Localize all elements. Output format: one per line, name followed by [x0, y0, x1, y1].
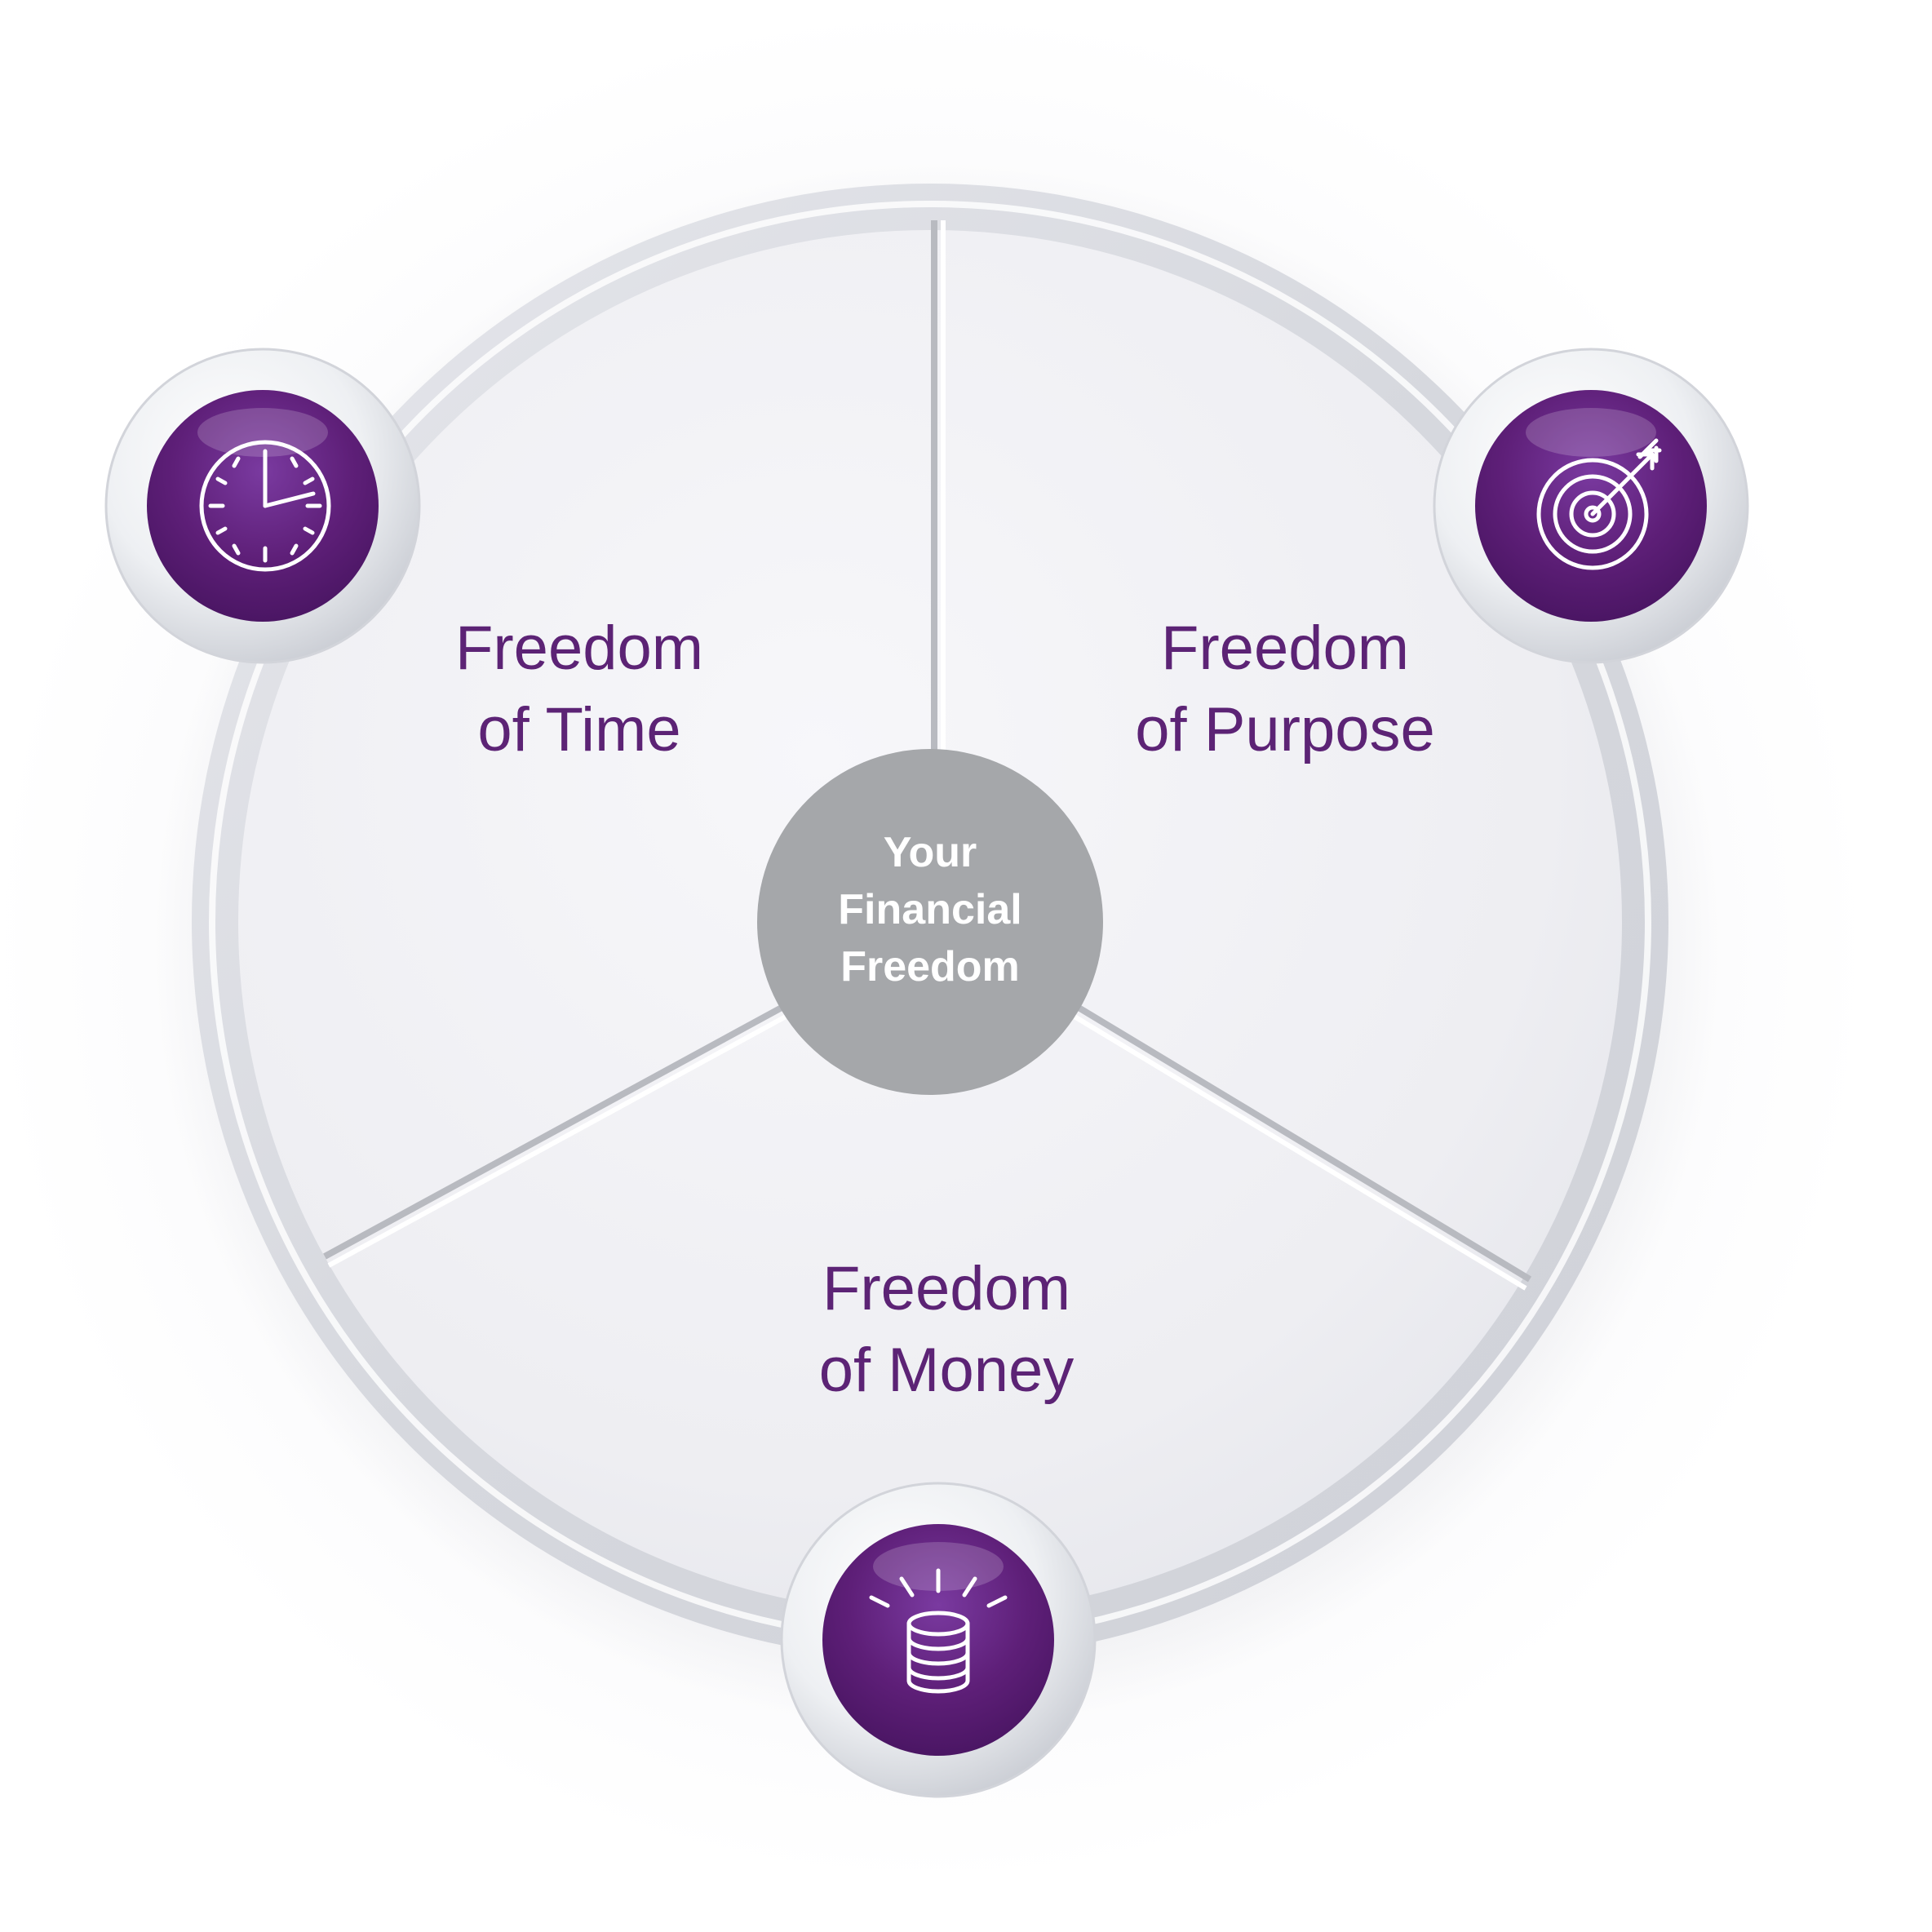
coin-stack-icon [869, 1568, 1008, 1694]
badge-time [104, 348, 421, 664]
badge-purpose [1433, 348, 1749, 664]
segment-purpose-line-2: of Purpose [1135, 695, 1435, 764]
segment-money-line-2: of Money [818, 1336, 1075, 1405]
hub-line-1: Your [883, 829, 977, 876]
hub-circle [757, 749, 1103, 1095]
hub-line-2: Financial [838, 886, 1022, 933]
segment-label-purpose: Freedom of Purpose [1061, 608, 1509, 771]
divider-left [323, 1004, 783, 1260]
divider-left-shine [327, 1014, 787, 1268]
segment-time-line-1: Freedom [454, 614, 704, 683]
segment-label-time: Freedom of Time [375, 608, 783, 771]
clock-icon [199, 440, 331, 572]
segment-money-line-1: Freedom [822, 1254, 1071, 1323]
segment-label-money: Freedom of Money [718, 1248, 1175, 1411]
divider-right [1076, 1004, 1532, 1283]
divider-right-shine [1073, 1014, 1527, 1291]
target-arrow-icon [1536, 438, 1662, 570]
segment-purpose-line-1: Freedom [1160, 614, 1410, 683]
segment-time-line-2: of Time [477, 695, 681, 764]
hub-label: Your Financial Freedom [767, 824, 1093, 995]
badge-money [780, 1482, 1097, 1798]
hub-line-3: Freedom [840, 943, 1020, 990]
